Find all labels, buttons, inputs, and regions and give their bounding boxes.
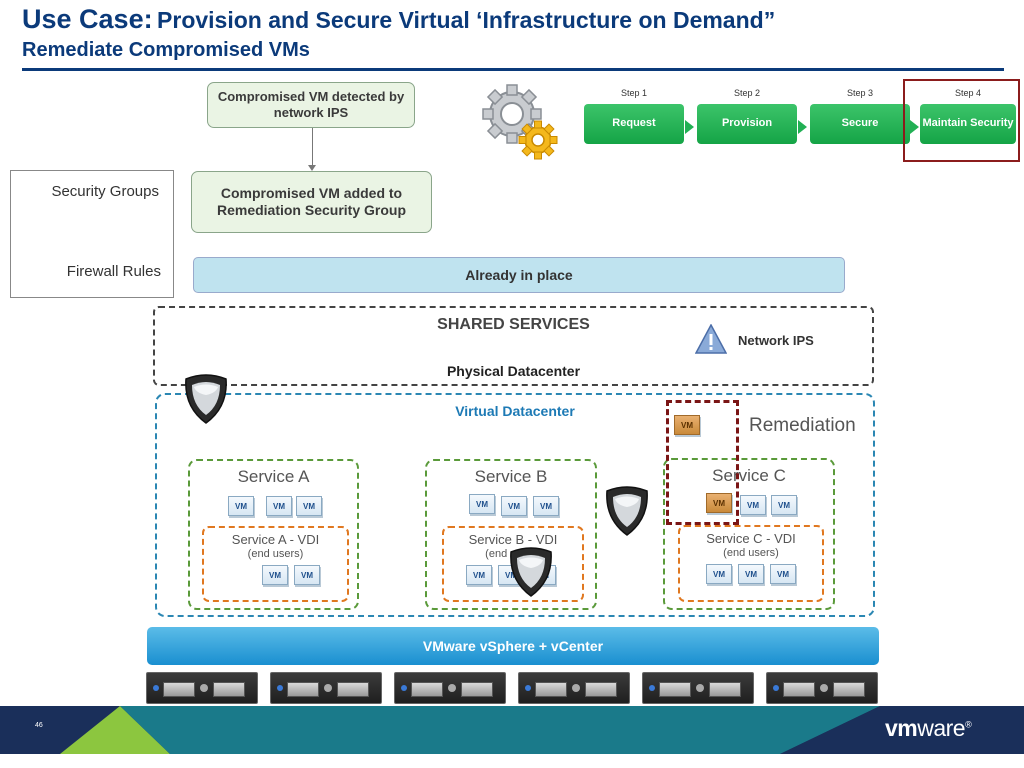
service-a-box: Service A VM VM VM Service A - VDI (end … <box>188 459 359 610</box>
vm-icon: VM <box>706 564 732 584</box>
step-maintain-security: Maintain Security <box>920 104 1016 144</box>
vm-icon: VM <box>294 565 320 585</box>
step-3: Step 3 Secure <box>810 88 910 154</box>
server-icon <box>146 672 258 704</box>
vdi-title: Service C - VDI <box>706 531 796 546</box>
step-4-highlight <box>903 79 1020 162</box>
title-rest: Provision and Secure Virtual ‘Infrastruc… <box>157 7 776 33</box>
firewall-rules-label: Firewall Rules <box>66 263 161 280</box>
warning-icon <box>695 324 727 354</box>
footer-shapes <box>0 706 1024 754</box>
server-icon <box>518 672 630 704</box>
vsphere-bar: VMware vSphere + vCenter <box>147 627 879 665</box>
legend-box: Security Groups Firewall Rules <box>10 170 174 298</box>
step-arrow <box>910 120 919 134</box>
step-secure: Secure <box>810 104 910 144</box>
page-subtitle: Remediate Compromised VMs <box>22 39 310 61</box>
vm-icon: VM <box>228 496 254 516</box>
step-number: Step 2 <box>733 88 761 98</box>
vmware-logo: vmware® <box>885 715 972 742</box>
vm-icon: VM <box>770 564 796 584</box>
service-c-vdi-box: Service C - VDI (end users) VM VM VM <box>678 525 824 602</box>
step-number: Step 4 <box>954 88 982 98</box>
shared-services-title: SHARED SERVICES <box>437 316 590 333</box>
vdi-title: Service B - VDI <box>468 532 558 547</box>
title-rule <box>22 68 1004 71</box>
step-arrow <box>685 120 694 134</box>
vm-icon: VM <box>501 496 527 516</box>
step-arrow <box>798 120 807 134</box>
step-request: Request <box>584 104 684 144</box>
flow-arrow <box>312 128 313 168</box>
step-1: Step 1 Request <box>584 88 684 154</box>
compromised-vm-icon: VM <box>706 493 732 513</box>
service-b-title: Service B <box>474 467 548 486</box>
vdi-subtitle: (end users) <box>247 548 304 560</box>
remediation-group-frame <box>666 400 739 525</box>
server-icon <box>642 672 754 704</box>
service-c-title: Service C <box>712 466 786 485</box>
remediated-vm-icon: VM <box>674 415 700 435</box>
logo-suffix: ware <box>917 715 966 741</box>
shield-icon <box>510 547 552 597</box>
step-2: Step 2 Provision <box>697 88 797 154</box>
service-c-box: Service C VM VM VM Service C - VDI (end … <box>663 458 835 610</box>
vm-icon: VM <box>740 495 766 515</box>
step-number: Step 1 <box>620 88 648 98</box>
step-4: Step 4 Maintain Security <box>920 88 1016 154</box>
vm-icon: VM <box>262 565 288 585</box>
vm-icon: VM <box>533 496 559 516</box>
logo-prefix: vm <box>885 715 918 741</box>
page-number: 46 <box>35 722 43 729</box>
server-icon <box>270 672 382 704</box>
service-a-vdi-box: Service A - VDI (end users) VM VM <box>202 526 349 602</box>
virtual-datacenter-box: Virtual Datacenter <box>155 393 875 617</box>
step-provision: Provision <box>697 104 797 144</box>
page-title: Use Case: Provision and Secure Virtual ‘… <box>22 4 775 35</box>
logo-mark: ® <box>965 719 972 730</box>
step-number: Step 3 <box>846 88 874 98</box>
shield-icon <box>606 486 648 536</box>
vdi-title: Service A - VDI <box>231 532 320 547</box>
server-icon <box>766 672 878 704</box>
network-ips-label: Network IPS <box>738 333 814 348</box>
vm-icon: VM <box>738 564 764 584</box>
title-lead: Use Case: <box>22 4 153 34</box>
gears-icon <box>482 84 558 160</box>
footer-band <box>0 706 1024 754</box>
flow-arrow-head <box>308 165 316 171</box>
physical-datacenter-label: Physical Datacenter <box>446 363 581 379</box>
virtual-datacenter-title: Virtual Datacenter <box>455 403 575 419</box>
security-groups-label: Security Groups <box>51 183 159 200</box>
detected-box: Compromised VM detected by network IPS <box>207 82 415 128</box>
remediation-label: Remediation <box>749 415 856 436</box>
remediation-group-box: Compromised VM added to Remediation Secu… <box>191 171 432 233</box>
vm-icon: VM <box>466 565 492 585</box>
server-icon <box>394 672 506 704</box>
vm-icon: VM <box>266 496 292 516</box>
vm-icon: VM <box>771 495 797 515</box>
vdi-subtitle: (end users) <box>723 547 779 559</box>
vm-icon: VM <box>296 496 322 516</box>
vm-icon: VM <box>469 494 495 514</box>
service-a-title: Service A <box>237 467 310 486</box>
shared-services-box: SHARED SERVICES Network IPS Physical Dat… <box>153 306 874 386</box>
shield-icon <box>185 374 227 424</box>
already-in-place-bar: Already in place <box>193 257 845 293</box>
